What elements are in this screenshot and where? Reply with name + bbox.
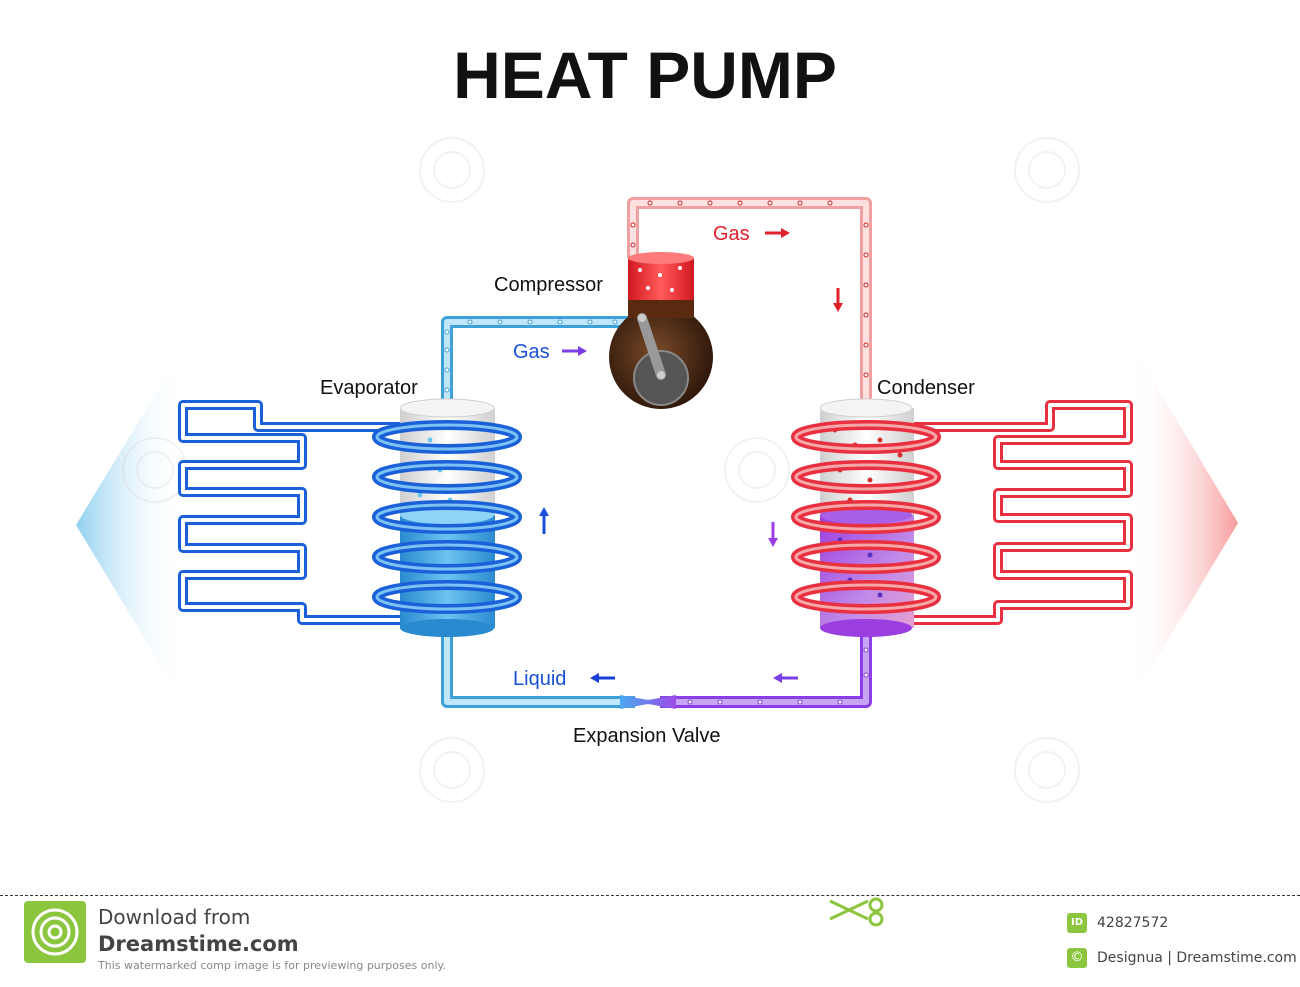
flow-arrow-icon [539, 228, 843, 683]
title: HEAT PUMP [453, 38, 837, 112]
hot-air-fan [1132, 345, 1238, 700]
liquid-line-bubbles [687, 647, 869, 705]
condenser-outer-coil [912, 400, 1133, 625]
condenser-label: Condenser [877, 377, 975, 399]
evaporator-spiral [372, 420, 522, 614]
image-id: 42827572 [1097, 915, 1169, 931]
download-from-text: Download from [98, 905, 251, 929]
copyright-icon: © [1067, 948, 1087, 968]
watermark [122, 137, 1080, 803]
gas-label-top: Gas [713, 223, 750, 245]
suction-pipe-bubbles [444, 319, 618, 393]
evaporator-label: Evaporator [320, 377, 418, 399]
cold-air-fan [76, 348, 183, 702]
expansion-valve-label: Expansion Valve [573, 725, 721, 747]
scissors-icon [829, 897, 884, 927]
liquid-label: Liquid [513, 668, 566, 690]
compressor-label: Compressor [494, 274, 603, 296]
credit-text: Designua | Dreamstime.com [1097, 950, 1297, 966]
condenser-spiral [791, 420, 941, 614]
dreamstime-link[interactable]: Dreamstime.com [98, 932, 299, 956]
condenser-tank [819, 398, 914, 637]
compressor [609, 252, 713, 409]
liquid-line-cold [441, 632, 635, 708]
evaporator-tank [399, 398, 495, 637]
gas-label-left: Gas [513, 341, 550, 363]
liquid-line-hot [660, 630, 872, 708]
footer [0, 895, 1300, 987]
discharge-pipe-bubbles [630, 200, 869, 378]
expansion-valve [620, 695, 676, 709]
id-icon: ID [1067, 913, 1087, 933]
watermark-note: This watermarked comp image is for previ… [98, 959, 446, 972]
dreamstime-logo-icon [24, 901, 86, 963]
